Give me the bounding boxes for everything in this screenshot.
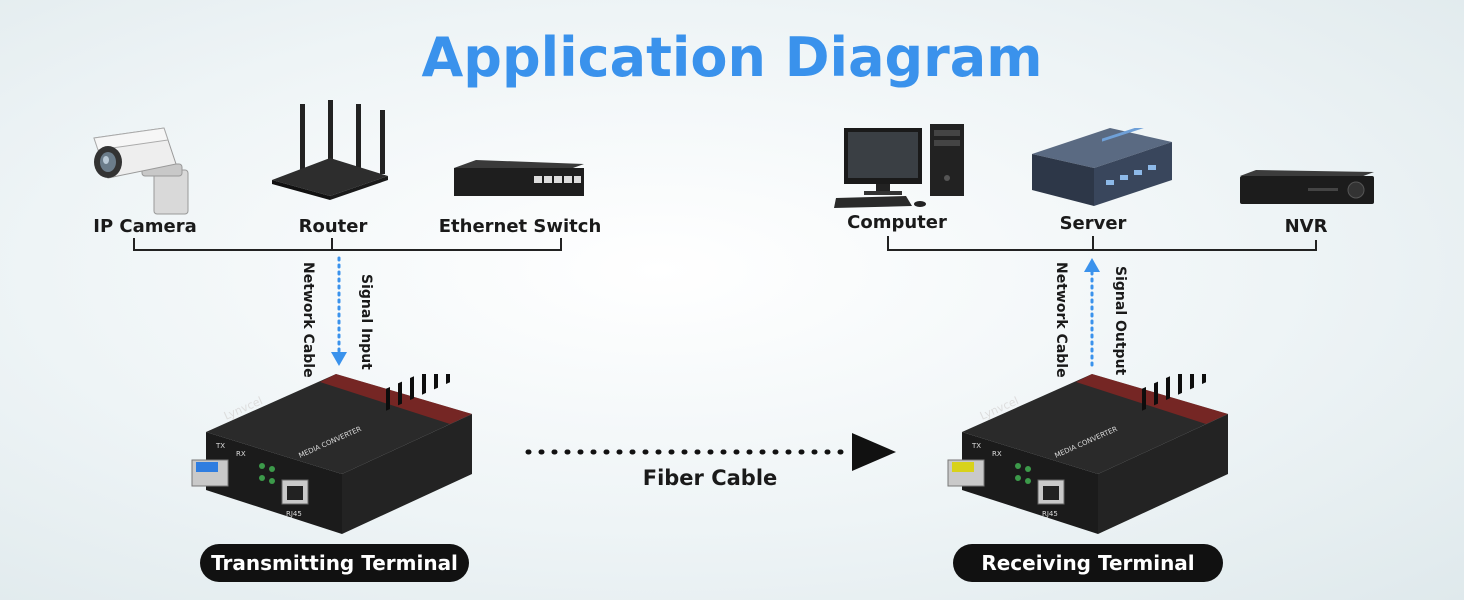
device-label-server: Server <box>1059 213 1127 234</box>
transmitting-media-converter: Lynvcel MEDIA CONVERTER TX RX RJ45 <box>191 374 472 534</box>
receiving-media-converter: Lynvcel MEDIA CONVERTER TX RX RJ45 <box>947 374 1228 534</box>
ethernet-switch-icon <box>454 160 584 196</box>
converter-tx-label: TX <box>971 442 981 450</box>
receiving-terminal-badge: Receiving Terminal <box>953 544 1223 582</box>
signal-input-arrowhead <box>331 352 347 366</box>
left-device-bracket <box>133 238 562 251</box>
router-icon <box>272 100 388 200</box>
device-label-nvr: NVR <box>1284 216 1328 237</box>
device-label-computer: Computer <box>847 212 947 233</box>
right-network-cable-label: Network Cable <box>1053 262 1069 378</box>
converter-rj45-label: RJ45 <box>1042 510 1058 518</box>
server-icon <box>1032 128 1172 206</box>
nvr-icon <box>1240 170 1374 204</box>
fiber-arrowhead <box>852 433 896 471</box>
device-label-ethernet-switch: Ethernet Switch <box>438 216 602 237</box>
device-label-router: Router <box>298 216 368 237</box>
page-title: Application Diagram <box>421 26 1043 89</box>
converter-rx-label: RX <box>992 450 1002 458</box>
signal-input-label: Signal Input <box>358 274 374 370</box>
fiber-cable-label: Fiber Cable <box>642 466 778 490</box>
computer-icon <box>834 124 964 208</box>
converter-rx-label: RX <box>236 450 246 458</box>
transmitting-terminal-badge: Transmitting Terminal <box>200 544 469 582</box>
converter-tx-label: TX <box>215 442 225 450</box>
signal-output-arrowhead <box>1084 258 1100 272</box>
left-network-cable-label: Network Cable <box>300 262 316 378</box>
converter-rj45-label: RJ45 <box>286 510 302 518</box>
ip-camera-icon <box>93 127 189 215</box>
right-device-bracket <box>887 236 1317 251</box>
signal-output-label: Signal Output <box>1112 266 1128 376</box>
device-label-ip-camera: IP Camera <box>93 216 197 237</box>
